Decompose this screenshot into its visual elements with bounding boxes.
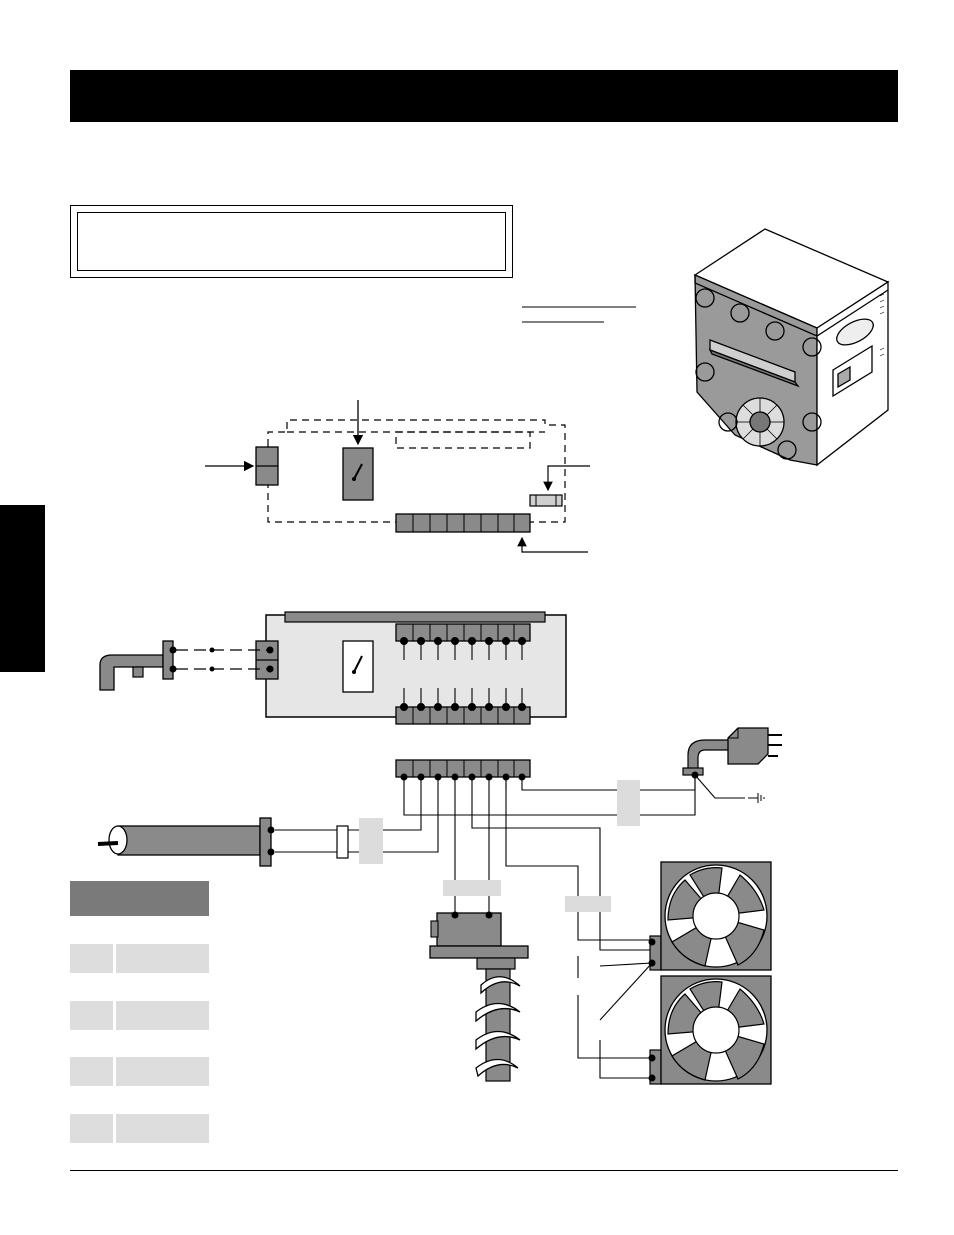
wiring-harness <box>275 774 745 1079</box>
legend-row <box>70 1001 209 1030</box>
fan-icon <box>648 861 772 1085</box>
board-outline-diagram <box>205 400 590 553</box>
lower-terminal-strip <box>395 759 531 781</box>
board-terminal-strip <box>395 513 531 533</box>
legend-header <box>70 881 209 916</box>
ground-icon <box>748 793 765 803</box>
legend-row <box>70 1114 209 1143</box>
side-tab <box>0 505 45 672</box>
legend-row <box>70 944 209 973</box>
snap-disc-icon <box>342 447 374 501</box>
reference-lines <box>522 306 636 323</box>
legend-row <box>70 1057 209 1086</box>
stove-cabinet-icon <box>693 228 890 467</box>
igniter-icon <box>97 817 275 867</box>
warning-box <box>70 205 513 278</box>
control-board <box>255 611 567 725</box>
auger-motor-icon <box>429 911 529 1082</box>
warning-box-inner <box>77 212 506 271</box>
heat-probe <box>99 640 268 691</box>
wire-color-legend <box>70 881 209 1143</box>
wire-connectors <box>336 780 640 912</box>
header-bar <box>70 70 898 122</box>
power-plug-icon <box>682 727 782 779</box>
footer-rule <box>70 1170 898 1171</box>
board-fuse <box>529 494 563 507</box>
